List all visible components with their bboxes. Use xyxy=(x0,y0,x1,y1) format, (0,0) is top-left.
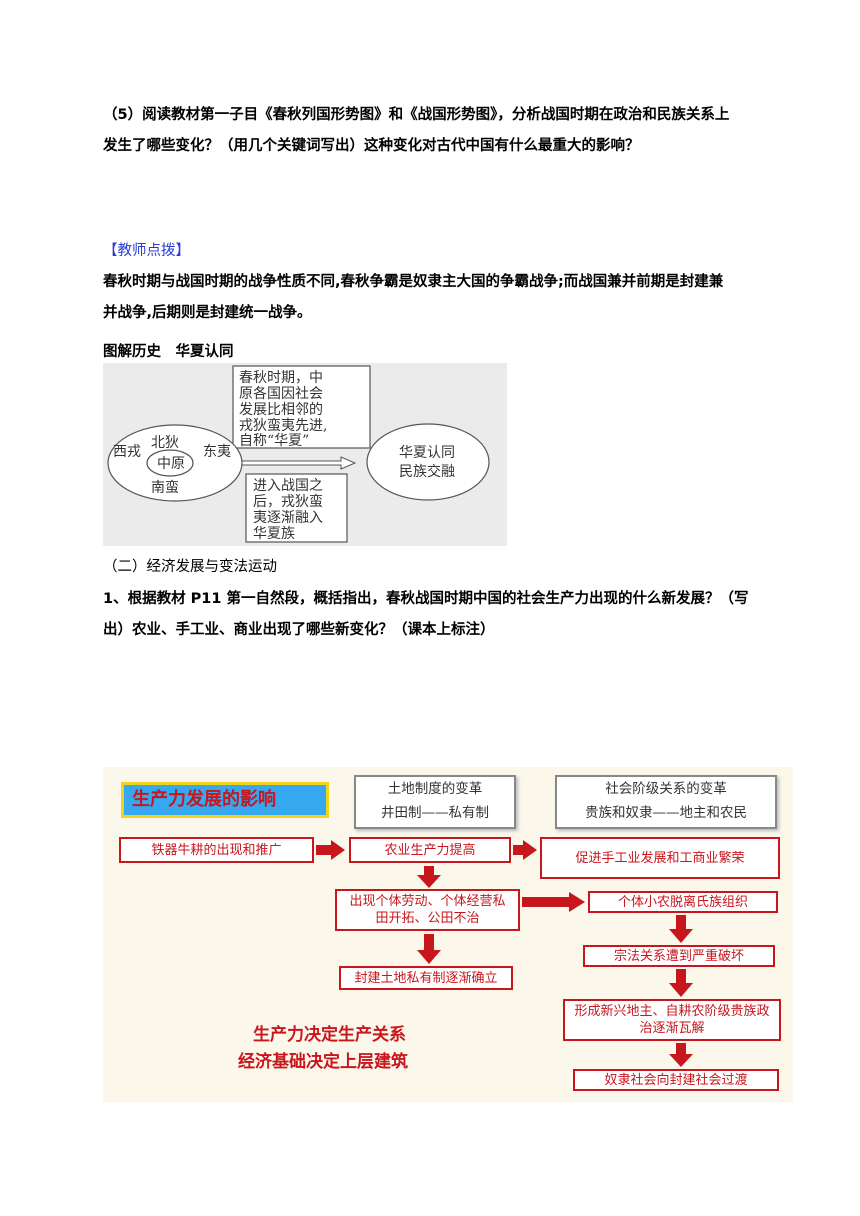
arrow-down-icon xyxy=(669,915,693,943)
result-line: 华夏认同 xyxy=(399,445,455,461)
section2-q1-line2: 出）农业、手工业、商业出现了哪些新变化？（课本上标注） xyxy=(103,622,495,638)
land-system-line: 井田制——私有制 xyxy=(381,805,489,821)
huaxia-diagram-svg: 春秋时期，中 原各国因社会 发展比相邻的 戎狄蛮夷先进, 自称“华夏” 北狄 中… xyxy=(107,365,490,543)
arrow-down-icon xyxy=(417,866,441,888)
arrow-right-icon xyxy=(513,840,537,860)
slogan-line2: 经济基础决定上层建筑 xyxy=(238,1052,408,1072)
south-label: 南蛮 xyxy=(151,479,179,496)
small-farmer-box: 个体小农脱离氏族组织 xyxy=(588,891,778,913)
land-system-line: 土地制度的变革 xyxy=(387,781,483,797)
arrow-right-icon xyxy=(522,892,585,912)
top-note-line: 自称“华夏” xyxy=(239,433,309,449)
slogan-line1: 生产力决定生产关系 xyxy=(253,1025,406,1045)
individual-labor-box: 出现个体劳动、个体经营私田开拓、公田不治 xyxy=(335,889,520,931)
east-label: 东夷 xyxy=(203,444,231,460)
new-landlord-box: 形成新兴地主、自耕农阶级贵族政治逐渐瓦解 xyxy=(563,999,781,1041)
transition-box: 奴隶社会向封建社会过渡 xyxy=(573,1069,779,1091)
bottom-note-line: 夷逐渐融入 xyxy=(253,510,323,526)
section2-q1-line1: 1、根据教材 P11 第一自然段，概括指出，春秋战国时期中国的社会生产力出现的什… xyxy=(103,591,749,607)
result-line: 民族交融 xyxy=(399,463,455,480)
question-5-line2: 发生了哪些变化？（用几个关键词写出）这种变化对古代中国有什么最重大的影响？ xyxy=(103,138,640,154)
central-plain-ellipse xyxy=(146,449,194,477)
iron-ox-box: 铁器牛耕的出现和推广 xyxy=(119,837,314,863)
arrow-right-icon xyxy=(316,840,345,860)
clan-destroyed-box: 宗法关系遭到严重破坏 xyxy=(583,945,775,967)
teacher-note-line2: 并战争,后期则是封建统一战争。 xyxy=(103,305,312,321)
class-relation-box: 社会阶级关系的变革 贵族和奴隶——地主和农民 xyxy=(555,775,777,829)
result-ellipse xyxy=(366,423,490,501)
west-label: 西戎 xyxy=(113,444,141,460)
class-relation-line: 贵族和奴隶——地主和农民 xyxy=(585,805,747,821)
figure1-caption: 图解历史 华夏认同 xyxy=(103,344,234,360)
bottom-note-line: 进入战国之 xyxy=(253,478,323,494)
agri-productivity-box: 农业生产力提高 xyxy=(349,837,511,863)
commerce-box: 促进手工业发展和工商业繁荣 xyxy=(540,837,780,879)
question-5-line1: （5）阅读教材第一子目《春秋列国形势图》和《战国形势图》，分析战国时期在政治和民… xyxy=(103,107,730,123)
land-private-box: 封建土地私有制逐渐确立 xyxy=(339,966,513,990)
arrow-right-icon xyxy=(241,456,357,470)
land-system-box: 土地制度的变革 井田制——私有制 xyxy=(354,775,516,829)
arrow-down-icon xyxy=(669,1043,693,1067)
class-relation-line: 社会阶级关系的变革 xyxy=(605,781,727,797)
top-note-line: 春秋时期，中 xyxy=(239,370,323,386)
teacher-note-label: 【教师点拨】 xyxy=(103,243,190,259)
bottom-note-line: 后，戎狄蛮 xyxy=(253,493,323,510)
top-note-line: 发展比相邻的 xyxy=(239,402,323,418)
north-label: 北狄 xyxy=(151,435,179,451)
arrow-down-icon xyxy=(417,934,441,964)
huaxia-identity-diagram: 春秋时期，中 原各国因社会 发展比相邻的 戎狄蛮夷先进, 自称“华夏” 北狄 中… xyxy=(103,363,507,546)
top-note-line: 原各国因社会 xyxy=(239,386,323,402)
top-note-box xyxy=(232,365,371,449)
bottom-note-line: 华夏族 xyxy=(253,526,295,542)
center-label: 中原 xyxy=(157,456,185,472)
productivity-impact-diagram: 生产力发展的影响 土地制度的变革 井田制——私有制 社会阶级关系的变革 贵族和奴… xyxy=(103,767,793,1102)
diagram-title: 生产力发展的影响 xyxy=(121,782,329,818)
arrow-down-icon xyxy=(669,969,693,997)
top-note-line: 戎狄蛮夷先进, xyxy=(239,417,327,434)
bottom-note-box xyxy=(245,473,348,543)
teacher-note-line1: 春秋时期与战国时期的战争性质不同,春秋争霸是奴隶主大国的争霸战争;而战国兼并前期… xyxy=(103,274,724,290)
section2-heading: （二）经济发展与变法运动 xyxy=(103,559,277,575)
